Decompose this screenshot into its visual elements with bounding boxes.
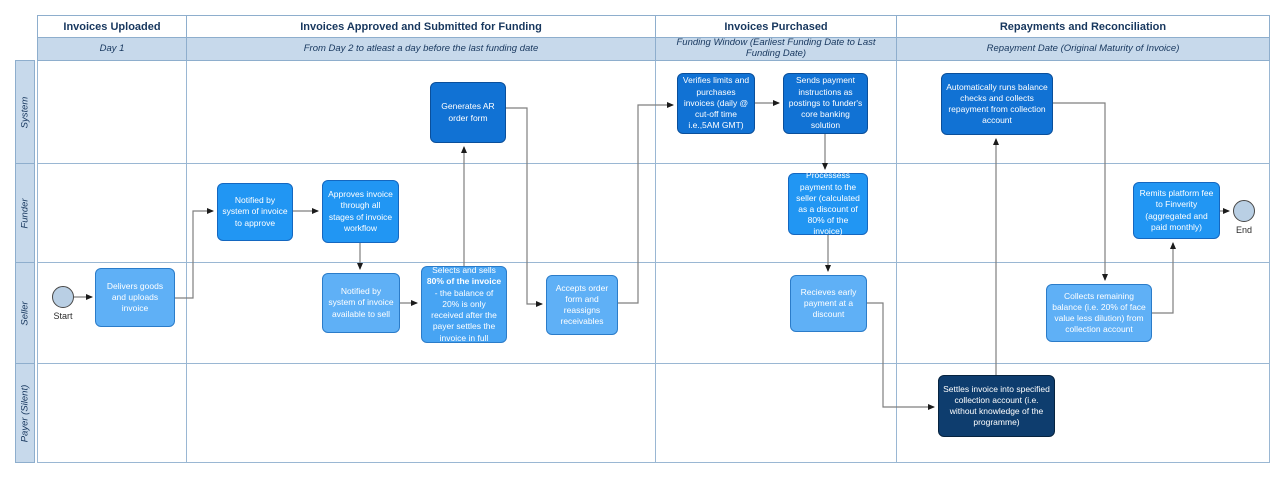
node-notified-invoice-available-to-sell[interactable]: Notified by system of invoice available …: [322, 273, 400, 333]
grid-cell: [37, 60, 187, 164]
node-text: Sends payment instructions as postings t…: [788, 75, 863, 131]
bold-text: 80% of the invoice: [426, 276, 502, 287]
phase-title: Invoices Uploaded: [63, 20, 161, 33]
node-collects-remaining-balance[interactable]: Collects remaining balance (i.e. 20% of …: [1046, 284, 1152, 342]
node-text: Settles invoice into specified collectio…: [943, 383, 1050, 428]
node-text: Approves invoice through all stages of i…: [328, 189, 393, 233]
phase-title: Invoices Purchased: [724, 20, 828, 33]
node-text: Recieves early payment at a discount: [800, 286, 857, 320]
lane-label-payer: Payer (Silent): [15, 363, 35, 463]
node-auto-runs-balance-checks[interactable]: Automatically runs balance checks and co…: [941, 73, 1053, 135]
end-event-circle[interactable]: [1233, 200, 1255, 222]
phase-timing-day1: Day 1: [37, 37, 187, 61]
phase-header-invoices-uploaded: Invoices Uploaded: [37, 15, 187, 38]
node-generates-ar-order-form[interactable]: Generates AR order form: [430, 82, 506, 143]
node-text: Processess payment to the seller (calcul…: [796, 170, 860, 237]
node-text: Remits platform fee to Finverity (aggreg…: [1139, 188, 1214, 232]
lane-label-system: System: [15, 60, 35, 164]
node-text: Generates AR order form: [441, 101, 495, 123]
node-text: Verifies limits and purchases invoices (…: [682, 75, 750, 131]
phase-subtitle: Repayment Date (Original Maturity of Inv…: [986, 42, 1180, 54]
lane-name: Seller: [19, 300, 31, 326]
grid-cell: [186, 363, 656, 463]
phase-subtitle: Funding Window (Earliest Funding Date to…: [676, 37, 876, 59]
node-delivers-goods-uploads-invoice[interactable]: Delivers goods and uploads invoice: [95, 268, 175, 327]
start-event-circle[interactable]: [52, 286, 74, 308]
node-selects-and-sells-80pct[interactable]: Selects and sells 80% of the invoice - t…: [421, 265, 507, 343]
grid-cell: [186, 60, 656, 164]
node-notified-invoice-to-approve[interactable]: Notified by system of invoice to approve: [217, 183, 293, 241]
node-approves-invoice-workflow[interactable]: Approves invoice through all stages of i…: [322, 180, 399, 243]
grid-cell: [37, 363, 187, 463]
node-verifies-limits-purchases[interactable]: Verifies limits and purchases invoices (…: [677, 73, 755, 134]
lane-name: Payer (Silent): [19, 384, 31, 442]
start-event-label: Start: [53, 311, 73, 321]
phase-subtitle: Day 1: [99, 42, 125, 54]
phase-header-invoices-purchased: Invoices Purchased: [655, 15, 897, 38]
node-text: Notified by system of invoice available …: [328, 286, 394, 319]
lane-name: Funder: [19, 197, 31, 229]
node-text: Collects remaining balance (i.e. 20% of …: [1052, 290, 1146, 335]
node-remits-platform-fee[interactable]: Remits platform fee to Finverity (aggreg…: [1133, 182, 1220, 239]
node-text: Notified by system of invoice to approve: [222, 195, 288, 228]
phase-timing-repayment-date: Repayment Date (Original Maturity of Inv…: [896, 37, 1270, 61]
phase-subtitle: From Day 2 to atleast a day before the l…: [303, 42, 539, 54]
phase-timing-funding-window: Funding Window (Earliest Funding Date to…: [655, 37, 897, 61]
node-text: Selects and sells 80% of the invoice - t…: [426, 265, 502, 343]
node-text: Accepts order form and reassigns receiva…: [555, 282, 609, 327]
phase-title: Invoices Approved and Submitted for Fund…: [300, 20, 542, 33]
phase-title: Repayments and Reconciliation: [999, 20, 1167, 33]
lane-name: System: [19, 96, 31, 128]
lane-label-seller: Seller: [15, 262, 35, 364]
grid-cell: [655, 363, 897, 463]
lane-label-funder: Funder: [15, 163, 35, 263]
node-settles-invoice-collection-account[interactable]: Settles invoice into specified collectio…: [938, 375, 1055, 437]
phase-header-invoices-approved: Invoices Approved and Submitted for Fund…: [186, 15, 656, 38]
end-event-label: End: [1235, 225, 1252, 235]
phase-timing-approval-window: From Day 2 to atleast a day before the l…: [186, 37, 656, 61]
node-accepts-order-form[interactable]: Accepts order form and reassigns receiva…: [546, 275, 618, 335]
node-text: Delivers goods and uploads invoice: [106, 280, 164, 314]
node-processes-payment-to-seller[interactable]: Processess payment to the seller (calcul…: [788, 170, 868, 237]
phase-header-repayments: Repayments and Reconciliation: [896, 15, 1270, 38]
node-sends-payment-instructions[interactable]: Sends payment instructions as postings t…: [783, 73, 868, 134]
node-text: Automatically runs balance checks and co…: [946, 81, 1048, 126]
node-receives-early-payment[interactable]: Recieves early payment at a discount: [790, 275, 867, 332]
grid-cell: [37, 163, 187, 263]
